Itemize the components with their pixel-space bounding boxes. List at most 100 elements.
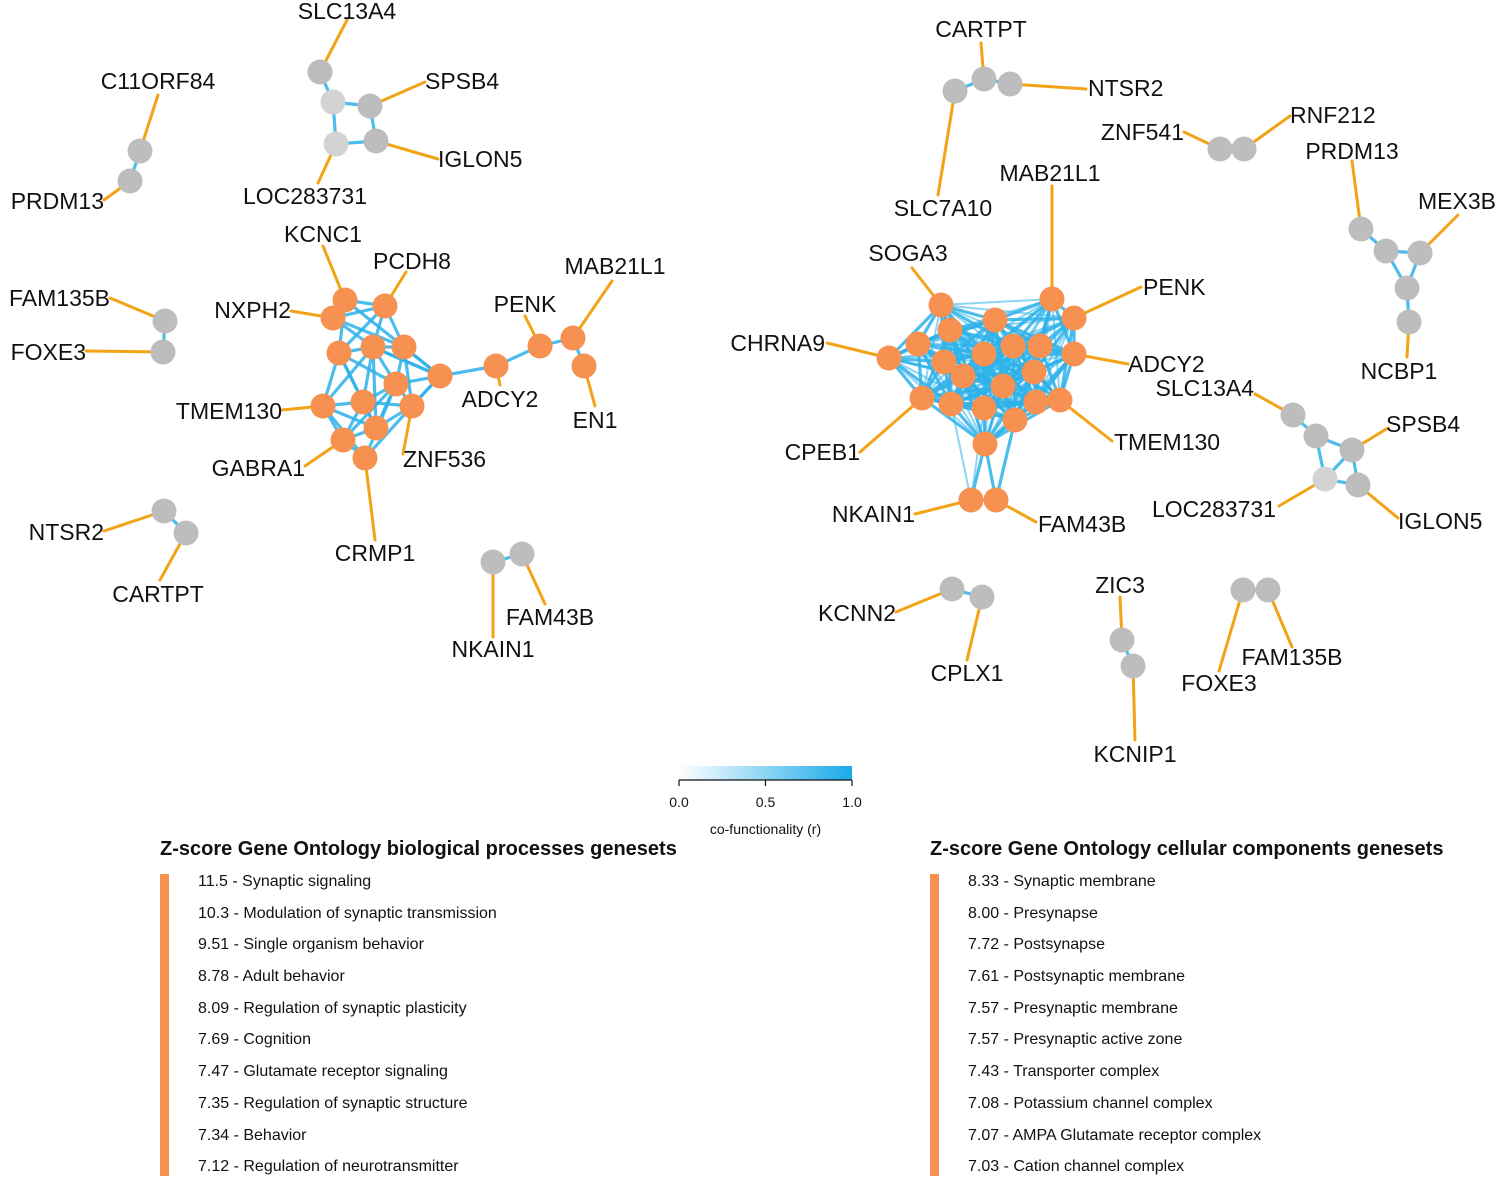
geneset-item: 9.51 - Single organism behavior	[198, 936, 424, 954]
label-leader-line	[1217, 588, 1245, 673]
gene-label: PENK	[1143, 274, 1206, 300]
colorbar-label: co-functionality (r)	[710, 821, 821, 837]
gene-label: FAM43B	[506, 604, 594, 630]
gene-node	[357, 93, 383, 119]
gene-label: PRDM13	[1305, 138, 1398, 164]
module-gene-node	[958, 487, 984, 513]
module-gene-node	[1061, 305, 1087, 331]
network-edge	[962, 353, 1075, 377]
gene-node	[127, 138, 153, 164]
geneset-item: 7.34 - Behavior	[198, 1126, 307, 1144]
gene-node	[1280, 402, 1306, 428]
gene-label: CRMP1	[335, 540, 416, 566]
module-gene-node	[571, 353, 597, 379]
geneset-item: 8.33 - Synaptic membrane	[968, 873, 1156, 890]
module-gene-node	[972, 431, 998, 457]
gene-label: ZNF536	[403, 446, 486, 472]
network-edge	[921, 371, 1035, 399]
module-gene-node	[310, 393, 336, 419]
module-gene-node	[360, 334, 386, 360]
gene-label: MAB21L1	[564, 253, 665, 279]
gene-label: PENK	[494, 291, 557, 317]
gene-node	[1312, 466, 1338, 492]
biological-processes-list: 11.5 - Synaptic signaling 10.3 - Modulat…	[198, 871, 497, 1188]
gene-label: NKAIN1	[832, 501, 915, 527]
gene-label: MEX3B	[1418, 188, 1496, 214]
geneset-item: 7.43 - Transporter complex	[968, 1063, 1160, 1081]
module-gene-node	[350, 389, 376, 415]
gene-node	[1303, 423, 1329, 449]
network-edge	[371, 345, 378, 430]
gene-node	[480, 549, 506, 575]
gene-node	[152, 308, 178, 334]
gene-node	[971, 66, 997, 92]
gene-label: C11ORF84	[101, 68, 216, 94]
gene-label: NTSR2	[1088, 75, 1163, 101]
gene-node	[997, 71, 1023, 97]
gene-label: IGLON5	[1398, 508, 1482, 534]
gene-node	[363, 128, 389, 154]
colorbar: 0.0 0.5 1.0 co-functionality (r)	[669, 766, 862, 837]
gene-label: TMEM130	[1114, 429, 1220, 455]
gene-node	[509, 541, 535, 567]
module-gene-node	[326, 340, 352, 366]
module-gene-node	[372, 293, 398, 319]
colorbar-tick-05: 0.5	[756, 794, 776, 810]
network-edge	[940, 298, 1053, 306]
module-gene-node	[982, 307, 1008, 333]
network-edge	[949, 317, 1075, 331]
gene-label: TMEM130	[176, 398, 282, 424]
gene-node	[1207, 136, 1233, 162]
module-gene-node	[938, 391, 964, 417]
module-gene-node	[352, 445, 378, 471]
gene-label: EN1	[573, 407, 618, 433]
gene-node	[1345, 472, 1371, 498]
network-edges	[128, 70, 1422, 668]
gene-label: FAM135B	[9, 285, 110, 311]
gene-label: ZNF541	[1101, 119, 1184, 145]
gene-label: LOC283731	[243, 183, 367, 209]
gene-label: CARTPT	[935, 16, 1027, 42]
module-gene-node	[909, 385, 935, 411]
geneset-color-bar	[160, 874, 169, 1176]
gene-label: CPEB1	[785, 439, 860, 465]
module-gene-node	[1039, 286, 1065, 312]
gene-label: NTSR2	[29, 519, 104, 545]
label-leader-line	[936, 89, 957, 197]
module-gene-node	[560, 325, 586, 351]
gene-label: NKAIN1	[451, 636, 534, 662]
label-leader-line	[84, 349, 165, 354]
gene-label: FAM135B	[1242, 644, 1343, 670]
cellular-components-list: 8.33 - Synaptic membrane 8.00 - Presynap…	[968, 871, 1261, 1188]
colorbar-tick-0: 0.0	[669, 794, 689, 810]
geneset-item: 7.07 - AMPA Glutamate receptor complex	[968, 1126, 1262, 1144]
colorbar-tick-1: 1.0	[842, 794, 862, 810]
gene-node	[307, 59, 333, 85]
gene-node	[1230, 577, 1256, 603]
module-gene-node	[483, 353, 509, 379]
gene-label: CPLX1	[931, 660, 1004, 686]
colorbar-gradient	[679, 766, 852, 780]
gene-label: FOXE3	[1181, 670, 1256, 696]
gene-label: ZIC3	[1095, 572, 1145, 598]
module-gene-node	[1023, 389, 1049, 415]
gene-label: PCDH8	[373, 248, 451, 274]
module-gene-node	[427, 363, 453, 389]
geneset-item: 7.57 - Presynaptic membrane	[968, 999, 1178, 1017]
module-gene-node	[937, 317, 963, 343]
geneset-item: 7.12 - Regulation of neurotransmitter	[198, 1158, 459, 1176]
gene-label: NXPH2	[214, 297, 291, 323]
cellular-components-title: Z-score Gene Ontology cellular component…	[930, 838, 1444, 860]
module-gene-node	[332, 287, 358, 313]
network-edge	[343, 298, 406, 349]
module-gene-node	[320, 305, 346, 331]
network-edge	[983, 370, 1036, 446]
gene-node	[942, 78, 968, 104]
geneset-item: 10.3 - Modulation of synaptic transmissi…	[198, 904, 497, 922]
network-edge	[994, 418, 1017, 502]
module-gene-node	[330, 427, 356, 453]
gene-label: ADCY2	[1128, 351, 1205, 377]
geneset-item: 7.35 - Regulation of synaptic structure	[198, 1094, 468, 1112]
